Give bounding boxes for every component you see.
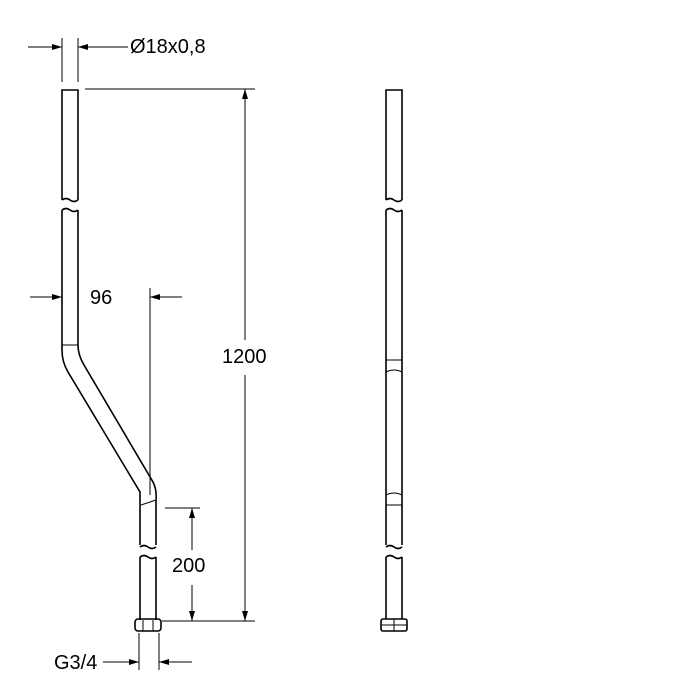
pipe-front-view xyxy=(61,89,162,632)
offset-dimension xyxy=(30,288,182,495)
lower-length-dimension xyxy=(165,507,200,621)
length-dimension xyxy=(85,88,255,622)
length-label: 1200 xyxy=(222,346,267,368)
pipe-side-view xyxy=(380,89,408,632)
diameter-dimension xyxy=(28,38,128,82)
thread-label: G3/4 xyxy=(54,652,98,674)
thread-dimension xyxy=(103,633,192,670)
lower-length-label: 200 xyxy=(172,555,206,577)
offset-label: 96 xyxy=(90,287,113,309)
diameter-label: Ø18x0,8 xyxy=(130,36,206,58)
